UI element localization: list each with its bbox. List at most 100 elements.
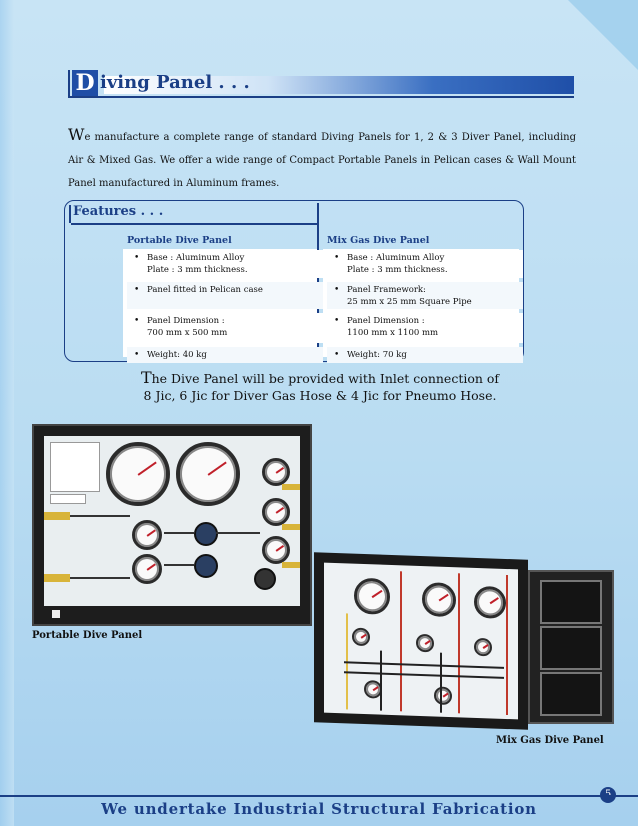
gas-line-icon [380, 650, 382, 711]
pressure-gauge-icon [176, 442, 240, 506]
features-box: Features . . . Portable Dive Panel •Base… [64, 200, 524, 363]
panel-face [324, 562, 518, 720]
feature-item: • Panel Dimension : 1100 mm x 1100 mm [327, 313, 523, 343]
gas-line-icon [458, 573, 460, 714]
feature-line: Panel Framework: [347, 285, 426, 295]
header-rule-vertical [68, 70, 70, 98]
feature-line: Base : Aluminum Alloy [147, 253, 245, 263]
intro-text: e manufacture a complete range of standa… [68, 132, 576, 189]
panel-cabinet [314, 552, 528, 730]
gas-line-icon [400, 571, 402, 712]
pressure-gauge-icon [132, 554, 162, 584]
gas-line-icon [164, 532, 194, 534]
panel-tag [50, 494, 86, 504]
bullet-icon: • [334, 350, 340, 360]
valve-knob-icon [194, 522, 218, 546]
bullet-icon: • [334, 253, 340, 263]
pressure-gauge-icon [416, 633, 434, 653]
features-column-portable: Portable Dive Panel •Base : Aluminum All… [127, 233, 323, 367]
brass-fitting-icon [282, 562, 300, 568]
feature-line: Panel fitted in Pelican case [147, 285, 263, 295]
feature-item: •Panel Dimension :700 mm x 500 mm [127, 313, 323, 343]
brass-fitting-icon [44, 574, 70, 582]
features-column-mixgas: Mix Gas Dive Panel • Base : Aluminum Allo… [327, 233, 523, 367]
intro-paragraph: We manufacture a complete range of stand… [68, 123, 576, 195]
pressure-gauge-icon [132, 520, 162, 550]
panel-face [44, 436, 300, 606]
pressure-gauge-icon [352, 627, 370, 647]
feature-item: • Panel Framework: 25 mm x 25 mm Square Pi… [327, 282, 523, 309]
footer-tagline: We undertake Industrial Structural Fabri… [101, 800, 537, 818]
pressure-gauge-icon [262, 458, 290, 486]
pressure-gauge-icon [434, 686, 452, 706]
gas-line-icon [70, 577, 130, 579]
pressure-gauge-icon [262, 498, 290, 526]
gas-line-icon [344, 671, 504, 679]
header-rule [68, 96, 574, 98]
header-dropcap: D [72, 70, 98, 96]
gas-line-icon [216, 532, 260, 534]
mixgas-panel-caption: Mix Gas Dive Panel [496, 735, 604, 746]
feature-item: • Weight: 40 kg [127, 347, 323, 363]
footer-rule [0, 795, 638, 797]
door-shelf [540, 672, 602, 716]
bullet-icon: • [134, 253, 140, 263]
pressure-gauge-icon [262, 536, 290, 564]
feature-line: Base : Aluminum Alloy [347, 253, 445, 263]
feature-line: Weight: 70 kg [347, 350, 407, 360]
mixgas-dive-panel-photo [314, 552, 614, 730]
bullet-icon: • [334, 285, 340, 295]
pressure-gauge-icon [354, 577, 390, 615]
background-corner [568, 0, 638, 70]
panel-nameplate [50, 442, 100, 492]
pressure-gauge-icon [106, 442, 170, 506]
gas-line-icon [164, 564, 194, 566]
door-shelf [540, 580, 602, 624]
feature-line: 700 mm x 500 mm [147, 328, 228, 338]
brass-fitting-icon [282, 484, 300, 490]
features-column-divider [317, 203, 319, 359]
pressure-gauge-icon [422, 582, 456, 618]
bullet-icon: • [134, 285, 140, 295]
intro-first-letter: W [68, 125, 85, 144]
note-first-letter: T [140, 368, 152, 387]
features-tab-rule [69, 205, 71, 223]
pressure-gauge-icon [474, 585, 506, 619]
features-underline [71, 223, 317, 225]
gas-line-icon [70, 515, 130, 517]
portable-panel-caption: Portable Dive Panel [32, 630, 143, 641]
pressure-gauge-icon [474, 637, 492, 657]
cabinet-door [528, 570, 614, 724]
brass-fitting-icon [44, 512, 70, 520]
gas-line-icon [344, 661, 504, 669]
inlet-connection-note: The Dive Panel will be provided with Inl… [60, 369, 580, 404]
features-title: Features . . . [73, 204, 164, 219]
latch-icon [52, 610, 60, 618]
feature-line: Plate : 3 mm thickness. [347, 265, 448, 275]
feature-item: • Panel fitted in Pelican case [127, 282, 323, 309]
bullet-icon: • [134, 316, 140, 326]
valve-knob-icon [254, 568, 276, 590]
feature-item: • Weight: 70 kg [327, 347, 523, 363]
note-line-2: 8 Jic, 6 Jic for Diver Gas Hose & 4 Jic … [143, 388, 497, 403]
bullet-icon: • [334, 316, 340, 326]
feature-line: 25 mm x 25 mm Square Pipe [347, 297, 472, 307]
feature-line: Panel Dimension : [347, 316, 425, 326]
brass-fitting-icon [282, 524, 300, 530]
gas-line-icon [440, 652, 442, 713]
header-gradient-bar [104, 76, 574, 94]
section-header: D iving Panel . . . [64, 68, 574, 100]
bullet-icon: • [134, 350, 140, 360]
valve-knob-icon [194, 554, 218, 578]
portable-dive-panel-photo [32, 424, 312, 626]
feature-line: Weight: 40 kg [147, 350, 207, 360]
background-edge [0, 0, 14, 826]
page-title: iving Panel . . . [100, 72, 250, 93]
column-heading-mixgas: Mix Gas Dive Panel [327, 235, 430, 246]
note-line-1: he Dive Panel will be provided with Inle… [151, 371, 500, 386]
feature-line: Plate : 3 mm thickness. [147, 265, 248, 275]
feature-line: 1100 mm x 1100 mm [347, 328, 439, 338]
